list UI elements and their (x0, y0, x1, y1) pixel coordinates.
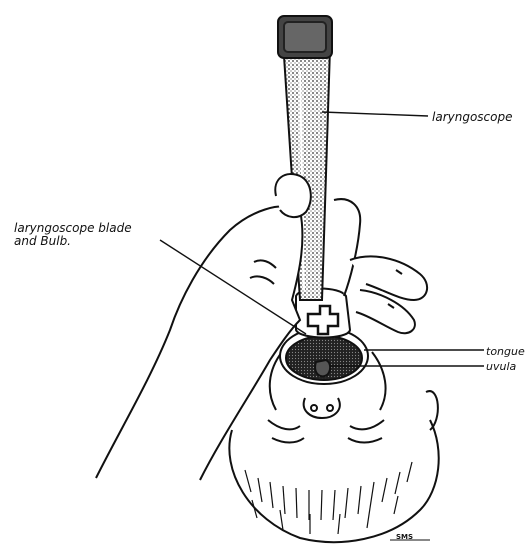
artist-signature: SMS (396, 530, 413, 544)
hand (96, 174, 427, 480)
label-tongue: tongue (486, 345, 525, 359)
label-uvula: uvula (486, 360, 516, 374)
label-blade-and-bulb: laryngoscope blade and Bulb. (14, 222, 132, 248)
label-laryngoscope: laryngoscope (432, 110, 512, 124)
leader-laryngoscope (322, 112, 428, 116)
